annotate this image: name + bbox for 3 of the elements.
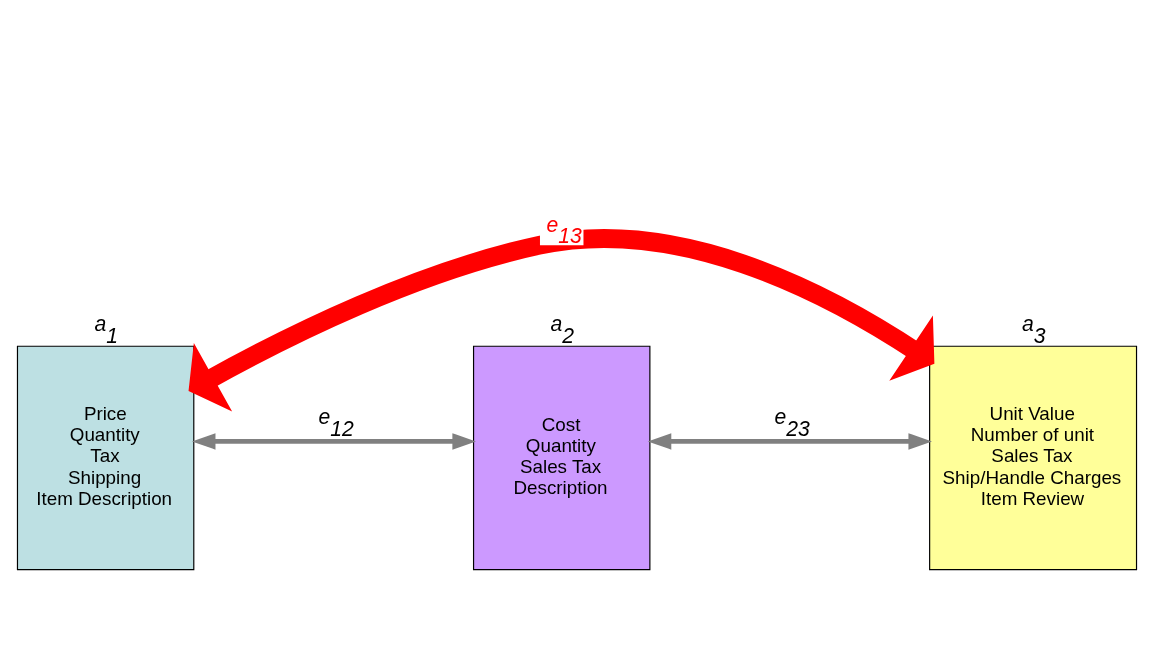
arrow xyxy=(188,228,935,412)
arrow xyxy=(191,432,476,450)
arrow xyxy=(647,432,932,450)
